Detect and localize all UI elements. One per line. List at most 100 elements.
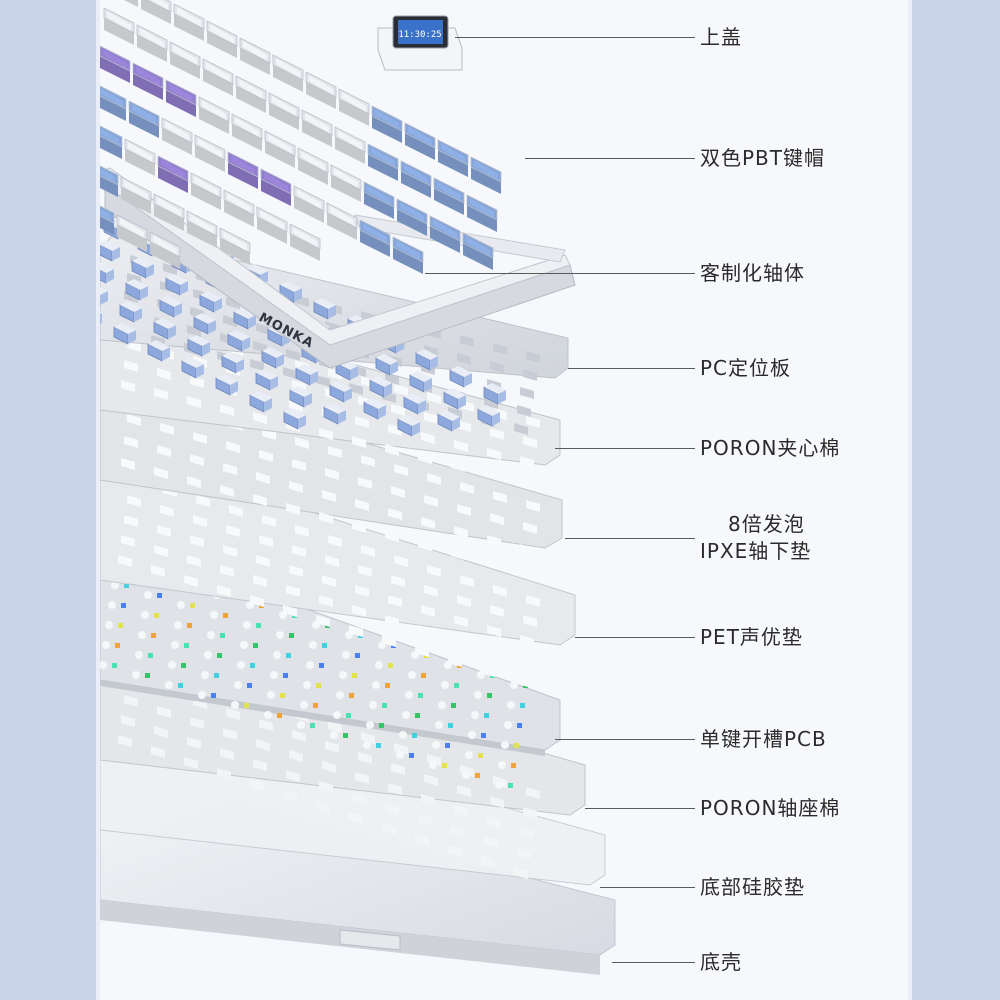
plate-cutout (223, 463, 237, 475)
switch-top (188, 335, 210, 346)
plate-cutout (388, 783, 402, 795)
keycap-face (396, 240, 420, 260)
plate-cutout (490, 361, 504, 373)
panel-left-edge (96, 0, 100, 1000)
plate-cutout (328, 721, 342, 733)
keycap-face (260, 210, 284, 230)
callout-line-pet-pad (575, 637, 695, 638)
plate-cutout (220, 748, 234, 760)
plate-cutout (523, 615, 537, 627)
plate-cutout (220, 485, 234, 497)
keycap-side (158, 166, 188, 193)
plate-cutout (457, 785, 471, 797)
keycap-side (133, 73, 163, 100)
plate-cutout (517, 566, 531, 578)
pcb-led (379, 723, 384, 728)
keycap-face (437, 181, 461, 201)
switch-top (114, 323, 136, 334)
pcb-hole (435, 721, 443, 729)
switch-top (330, 381, 352, 392)
keycap-side (372, 116, 402, 143)
keycap-side (298, 158, 328, 185)
plate-cutout (385, 615, 399, 627)
plate-cutout (358, 752, 372, 764)
switch-side (112, 247, 120, 261)
pcb-hole (432, 741, 440, 749)
plate-cutout (187, 396, 201, 408)
plate-cutout (487, 816, 501, 828)
switch-side (294, 288, 302, 302)
plate-cutout (427, 565, 441, 577)
pcb-led (511, 763, 516, 768)
keycap-side (162, 128, 192, 155)
pcb-hole (504, 721, 512, 729)
plate-cutout (490, 513, 504, 525)
top-cover-module (377, 15, 463, 71)
plate-cutout (520, 456, 534, 468)
keycap-face (107, 11, 131, 31)
plate-cutout (454, 526, 468, 538)
plate-cutout (121, 458, 135, 470)
plate-cutout (349, 383, 363, 395)
plate-cutout (226, 525, 240, 537)
label-pcb: 单键开槽PCB (700, 727, 827, 751)
plate-cutout (226, 441, 240, 453)
plate-cutout (460, 482, 474, 494)
keycap-face (150, 0, 168, 10)
pcb-hole (336, 691, 344, 699)
plate-cutout (493, 585, 507, 597)
plate-cutout (124, 515, 138, 527)
switch-side (418, 400, 426, 414)
plate-cutout (484, 557, 498, 569)
plate-cutout (526, 500, 540, 512)
switch-top (132, 257, 154, 268)
switch-side (328, 305, 336, 319)
plate-cutout (250, 595, 264, 607)
plate-cutout (124, 436, 138, 448)
keycap-side (294, 196, 324, 223)
plate-cutout (295, 437, 309, 449)
plate-cutout (289, 565, 303, 577)
keycap-side (364, 192, 394, 219)
pcb-hole (441, 681, 449, 689)
pcb-led (148, 653, 153, 658)
pcb-hole (375, 661, 383, 669)
keycap-side (368, 154, 398, 181)
plate-cutout (424, 495, 438, 507)
pcb-led (220, 633, 225, 638)
switch-side (378, 405, 386, 419)
pcb-led (316, 683, 321, 688)
plate-cutout (523, 807, 537, 819)
plate-cutout (514, 675, 528, 687)
switch-side (214, 298, 222, 312)
plate-cutout (418, 452, 432, 464)
plate-cutout (361, 545, 375, 557)
plate-cutout (259, 719, 273, 731)
plate-cutout (154, 467, 168, 479)
plate-cutout (451, 635, 465, 647)
pcb-led (184, 643, 189, 648)
plate-cutout (421, 517, 435, 529)
keycap-side (269, 103, 299, 130)
plate-cutout (493, 491, 507, 503)
switch-top (262, 347, 284, 358)
pcb-hole (100, 661, 107, 669)
pcb-hole (330, 731, 338, 739)
plate-cutout (286, 585, 300, 597)
pcb-led (223, 613, 228, 618)
keycap-face (202, 100, 226, 120)
switch-top (250, 391, 272, 402)
keycap-side (117, 225, 147, 252)
keycap-face (161, 159, 185, 179)
pcb-hole (498, 761, 506, 769)
switch-side (310, 371, 318, 385)
keycap-side (125, 149, 155, 176)
keycap-side (191, 183, 221, 210)
keycap-side (430, 226, 460, 253)
plate-cutout (427, 392, 441, 404)
plate-cutout (322, 575, 336, 587)
plate-cutout (490, 605, 504, 617)
plate-cutout (418, 814, 432, 826)
label-keycaps: 双色PBT键帽 (700, 146, 825, 170)
pcb-led (313, 703, 318, 708)
